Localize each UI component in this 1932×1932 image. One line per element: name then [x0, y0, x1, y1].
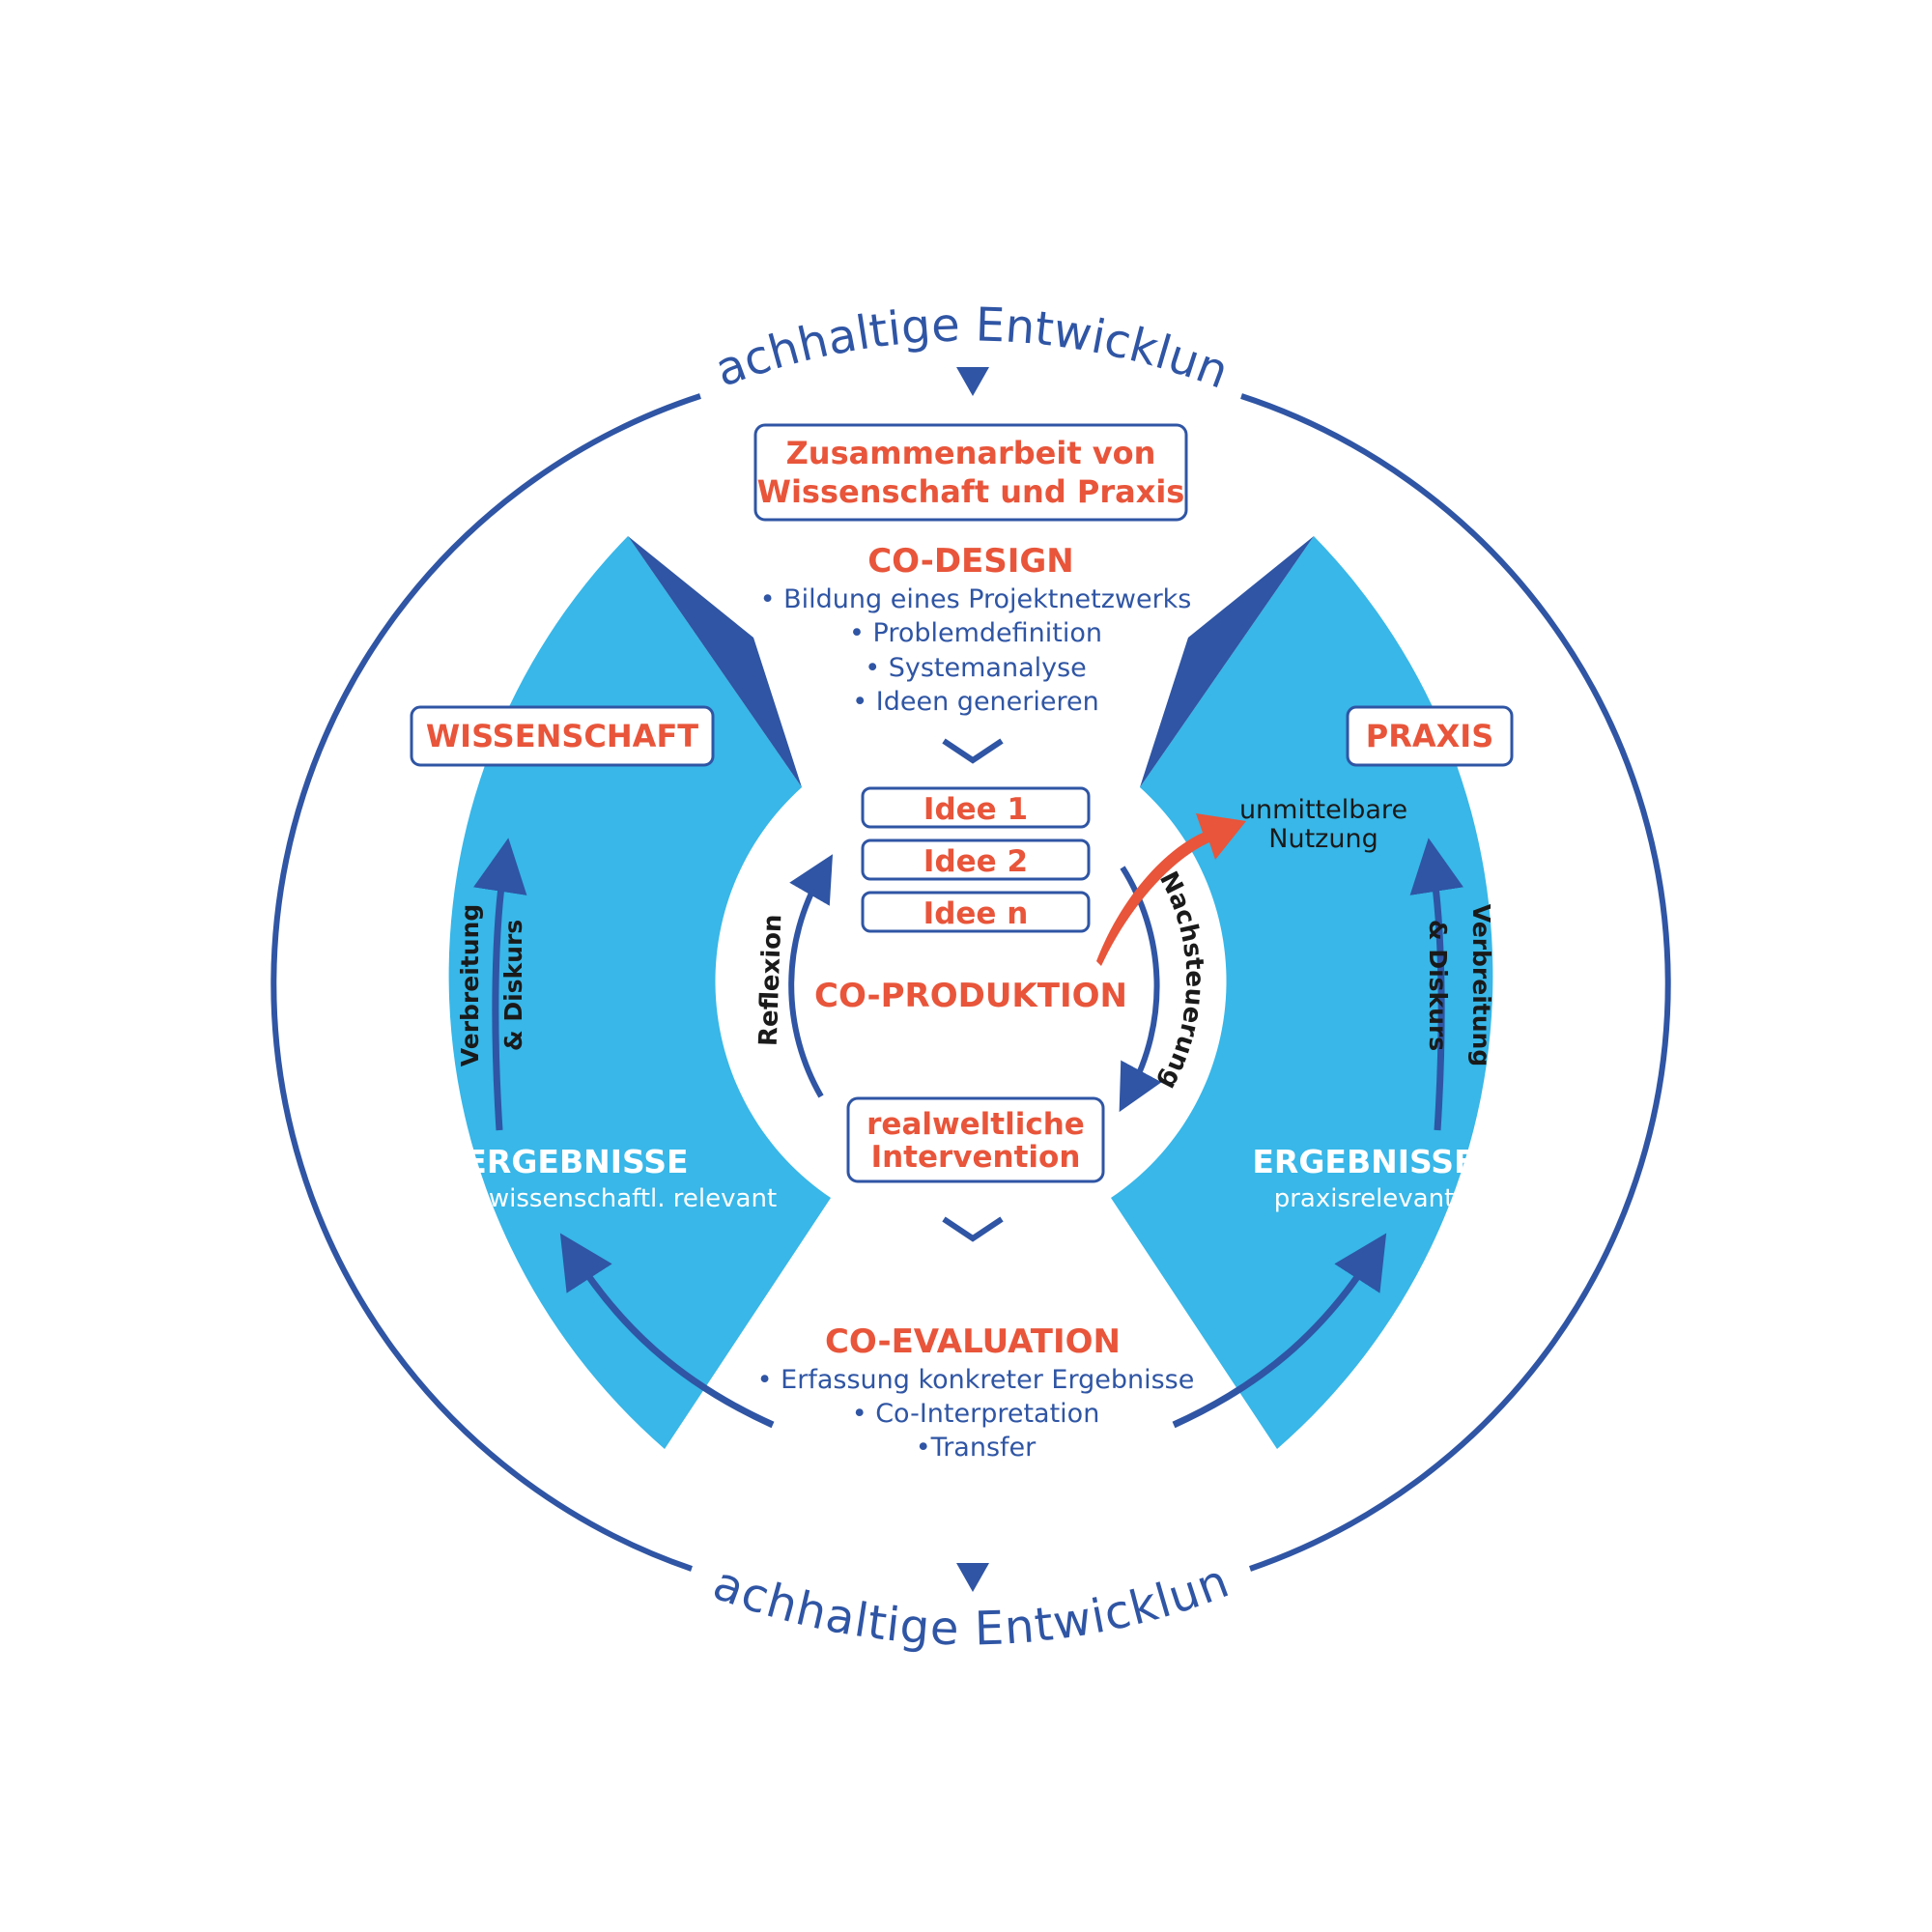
left-discourse-line1: Verbreitung — [456, 904, 484, 1066]
idea-box-2 — [861, 838, 1091, 881]
praxis-label: PRAXIS — [1366, 718, 1493, 754]
reflexion-arrow — [788, 854, 833, 1098]
direct-use-line2: Nutzung — [1268, 824, 1378, 854]
intervention-line2: Intervention — [871, 1140, 1081, 1175]
left-panel-dark-wedge — [628, 536, 802, 787]
chevron-down-icon — [942, 738, 1004, 764]
left-results-arrow — [559, 1233, 775, 1429]
co-design-item: • Systemanalyse — [865, 653, 1087, 683]
idea-label-1: Idee 1 — [923, 792, 1028, 827]
intervention-box — [846, 1096, 1105, 1183]
idea-label-n: Idee n — [923, 896, 1029, 931]
outer-ring-right — [1240, 393, 1671, 1572]
co-evaluation-item: • Co-Interpretation — [852, 1399, 1100, 1429]
collaboration-line2: Wissenschaft und Praxis — [757, 473, 1185, 510]
collaboration-box — [753, 423, 1188, 522]
right-panel-dark-wedge — [1140, 536, 1314, 787]
triangle-down-icon — [956, 1563, 989, 1592]
collaboration-line1: Zusammenarbeit von — [786, 435, 1156, 471]
intervention-line1: realweltliche — [867, 1107, 1085, 1142]
right-discourse-line1: Verbreitung — [1467, 904, 1495, 1066]
nachsteuerung-label: Nachsteuerung — [1153, 867, 1209, 1094]
co-evaluation-title: CO-EVALUATION — [825, 1322, 1121, 1361]
idea-label-2: Idee 2 — [923, 844, 1028, 879]
co-design-item: • Ideen generieren — [852, 687, 1098, 717]
idea-box-n — [861, 891, 1091, 933]
left-discourse-line2: & Diskurs — [499, 920, 527, 1051]
ring-top-label: Nachhaltige Entwicklung — [0, 0, 1236, 400]
co-evaluation-item: •Transfer — [916, 1433, 1037, 1463]
left-results-subtitle: wissenschaftl. relevant — [489, 1184, 777, 1213]
chevron-down-icon — [942, 1216, 1004, 1242]
outer-ring-left — [270, 393, 701, 1572]
right-discourse-line2: & Diskurs — [1424, 920, 1452, 1051]
left-results-title: ERGEBNISSE — [465, 1143, 688, 1180]
idea-box-1 — [861, 786, 1091, 829]
co-design-item: • Problemdefinition — [849, 618, 1102, 648]
reflexion-label: Reflexion — [754, 914, 788, 1047]
co-design-item: • Bildung eines Projektnetzwerks — [760, 584, 1192, 614]
right-discourse-arrow — [1409, 838, 1463, 1131]
triangle-down-icon — [956, 367, 989, 396]
left-discourse-arrow — [473, 838, 527, 1131]
right-results-arrow — [1172, 1233, 1387, 1429]
co-evaluation-item: • Erfassung konkreter Ergebnisse — [757, 1365, 1195, 1395]
wissenschaft-box — [410, 705, 715, 767]
co-produktion-title: CO-PRODUKTION — [814, 977, 1127, 1015]
direct-use-line1: unmittelbare — [1239, 795, 1407, 825]
right-results-subtitle: praxisrelevant — [1274, 1184, 1455, 1213]
direct-use-arrow — [1096, 813, 1246, 966]
right-results-title: ERGEBNISSE — [1252, 1143, 1475, 1180]
wissenschaft-label: WISSENSCHAFT — [426, 718, 698, 754]
co-design-title: CO-DESIGN — [867, 542, 1074, 581]
praxis-box — [1346, 705, 1514, 767]
